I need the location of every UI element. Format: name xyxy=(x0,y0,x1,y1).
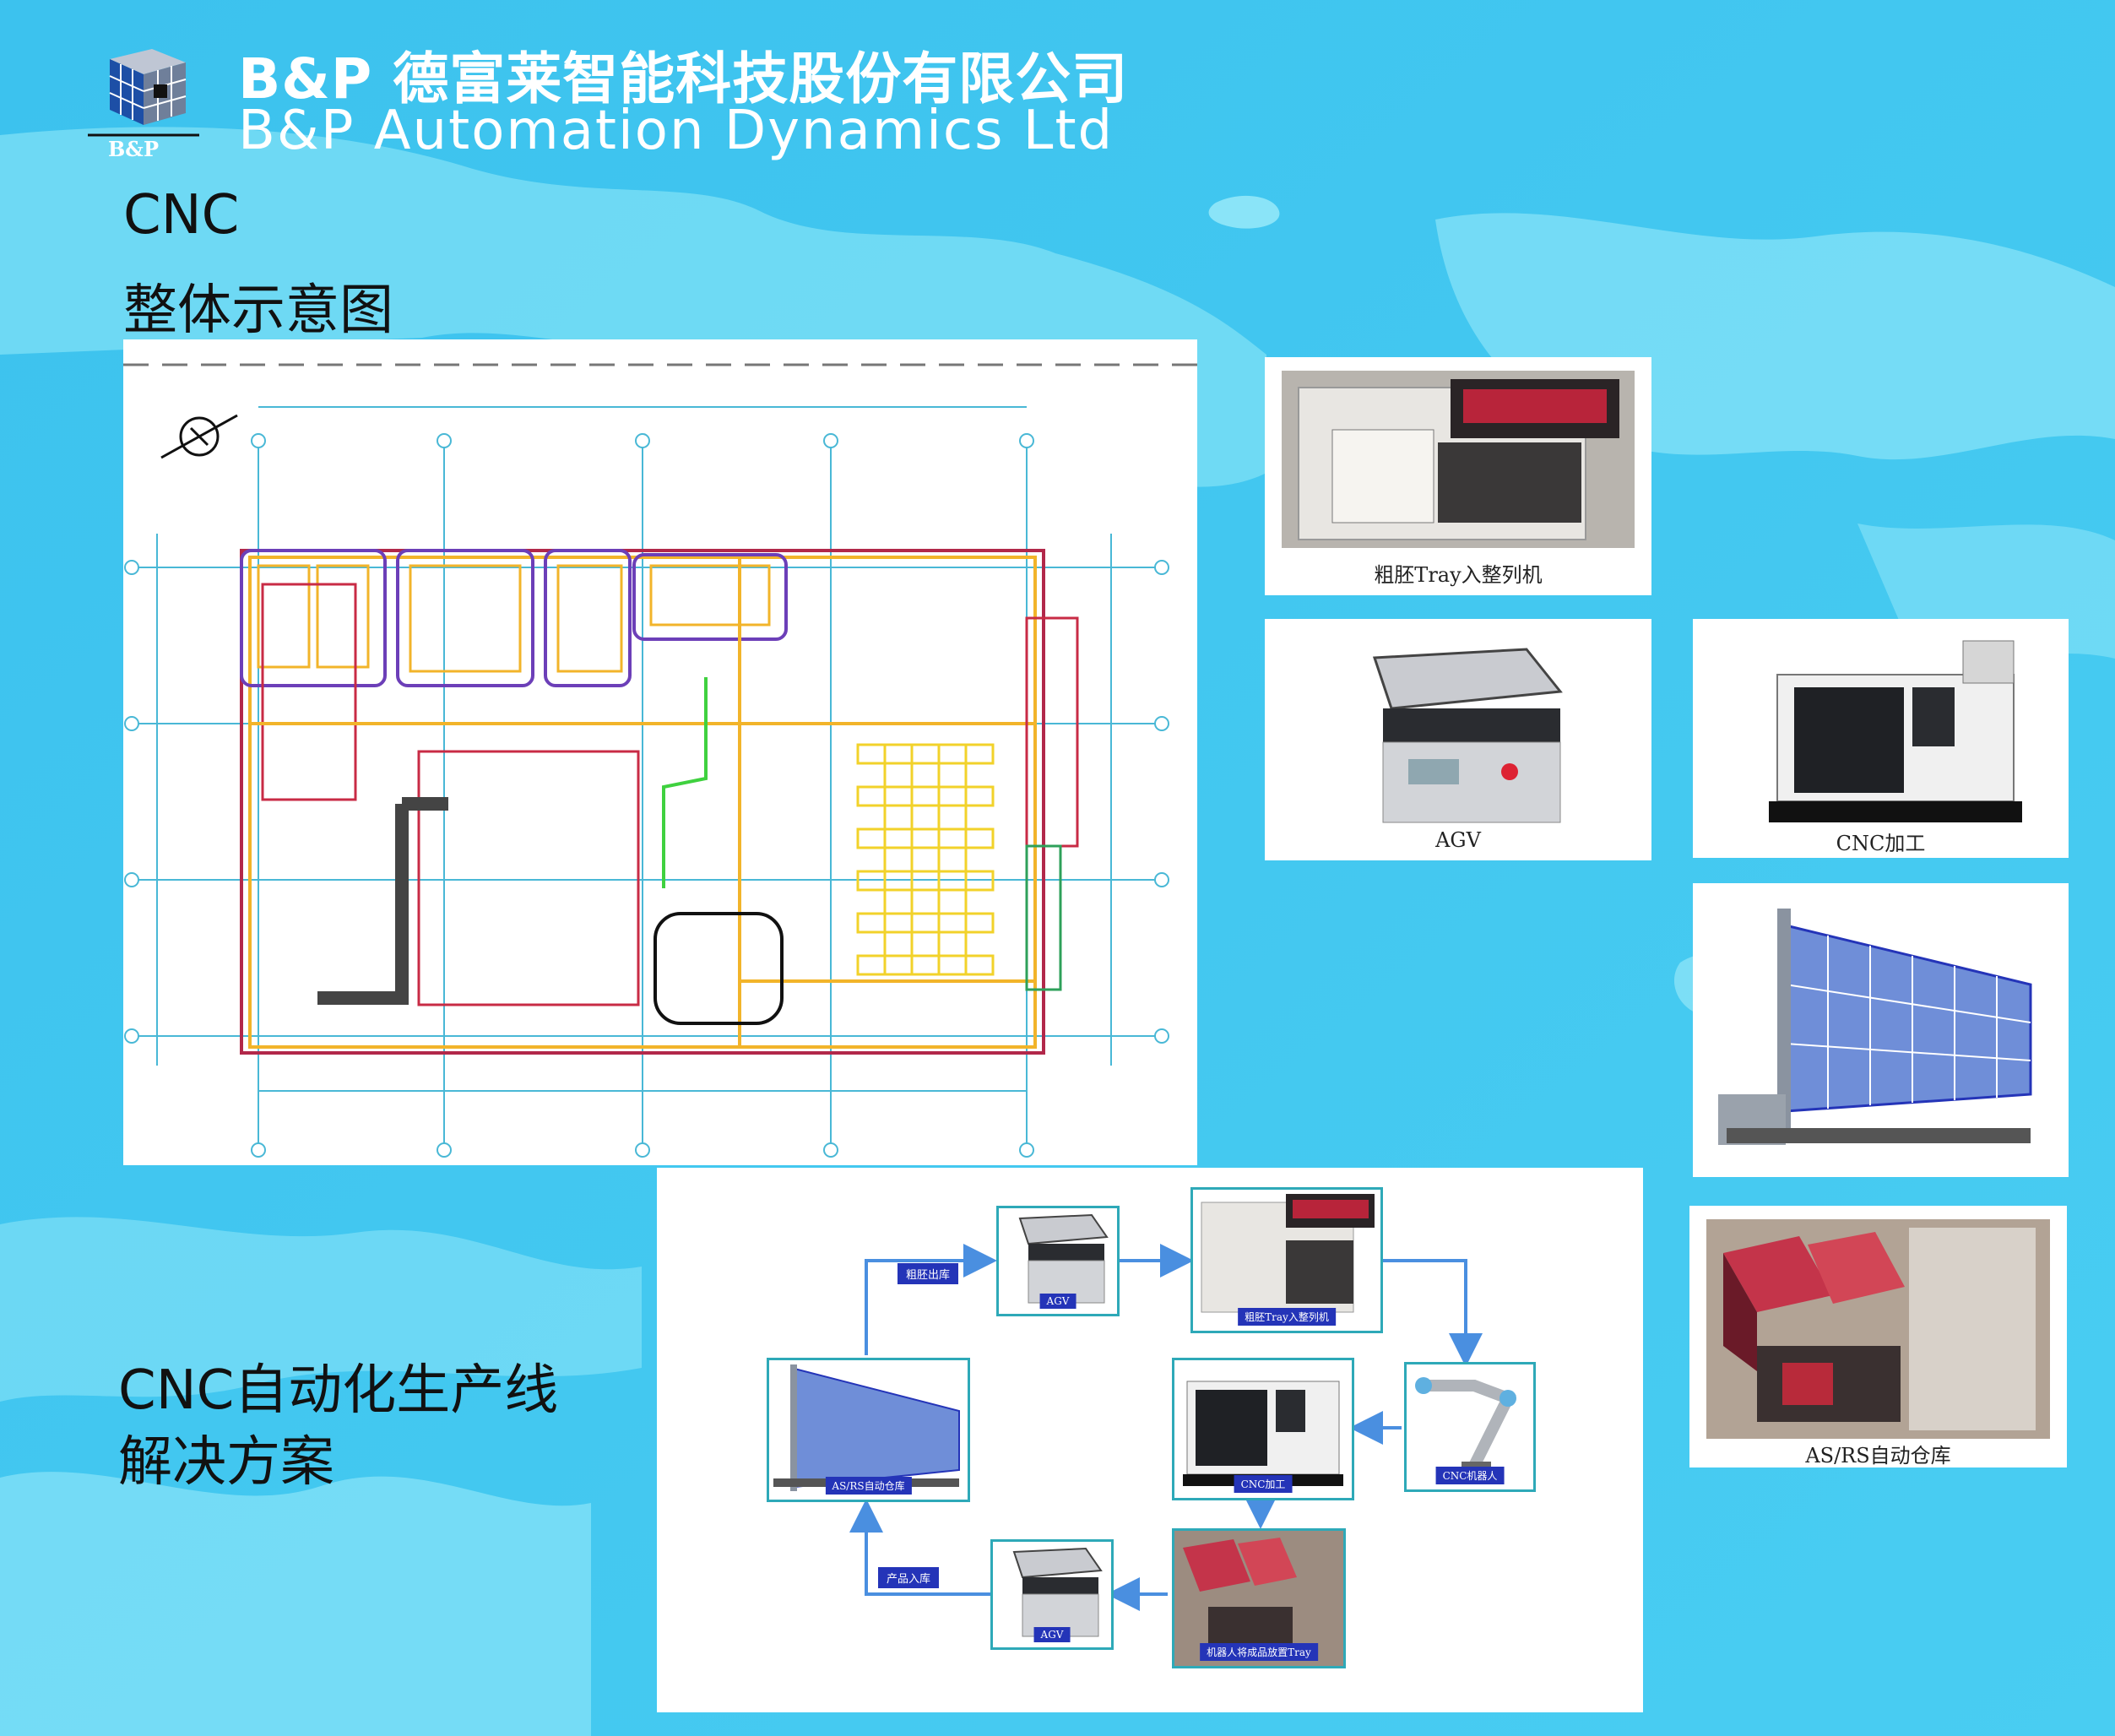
caption-storage: AS/RS自动仓库 xyxy=(1805,1444,1951,1467)
flow-label-cnc: CNC加工 xyxy=(1234,1475,1293,1493)
flow-node-asrs: AS/RS自动仓库 xyxy=(767,1358,970,1502)
flow-arrows xyxy=(849,1244,1483,1611)
company-name-en: B&P Automation Dynamics Ltd xyxy=(238,100,1114,162)
flow-node-agv-top: AGV xyxy=(996,1206,1120,1316)
flow-tag-in: 产品入库 xyxy=(878,1567,940,1588)
flow-node-cnc: CNC加工 xyxy=(1172,1358,1354,1500)
agv-vehicle-icon xyxy=(1012,1547,1103,1637)
flow-label-tray-aligner: 粗胚Tray入整列机 xyxy=(1238,1308,1336,1326)
section1-title-line2: 整体示意图 xyxy=(123,279,393,342)
caption-agv: AGV xyxy=(1435,828,1481,852)
floor-plan-drawing xyxy=(123,363,1197,1158)
flow-label-agv-bottom: AGV xyxy=(1033,1627,1071,1642)
flow-diagram-panel: AS/RS自动仓库 AGV 粗胚Tray入整列机 CNC机器人 xyxy=(657,1168,1643,1712)
photo-tray-aligner: 粗胚Tray入整列机 xyxy=(1265,357,1651,595)
section2-title-line2: 解决方案 xyxy=(118,1431,334,1494)
photo-agv: AGV xyxy=(1265,619,1651,860)
flow-node-robot-tray: 机器人将成品放置Tray xyxy=(1172,1528,1346,1668)
flow-label-asrs: AS/RS自动仓库 xyxy=(825,1477,912,1495)
photo-cnc: CNC加工 xyxy=(1693,619,2069,858)
tray-aligner-machine-icon xyxy=(1282,371,1635,548)
cnc-machine-icon xyxy=(1710,632,2052,827)
section2-title-line1: CNC自动化生产线 xyxy=(118,1359,559,1422)
asrs-rack-icon xyxy=(1710,892,2052,1166)
flow-label-robot-tray: 机器人将成品放置Tray xyxy=(1200,1643,1318,1661)
flow-node-tray-aligner: 粗胚Tray入整列机 xyxy=(1190,1187,1383,1333)
flow-label-robot: CNC机器人 xyxy=(1435,1467,1505,1484)
logo-text: B&P xyxy=(108,137,159,161)
photo-storage: AS/RS自动仓库 xyxy=(1689,1206,2067,1467)
section1-title-line1: CNC xyxy=(123,184,240,247)
flow-node-robot: CNC机器人 xyxy=(1404,1362,1536,1492)
caption-tray-aligner: 粗胚Tray入整列机 xyxy=(1374,563,1543,587)
flow-tag-out: 粗胚出库 xyxy=(898,1263,959,1284)
photo-asrs-rack xyxy=(1693,883,2069,1177)
company-logo-icon xyxy=(88,49,199,137)
agv-vehicle-icon xyxy=(1282,632,1635,827)
tray-aligner-machine-icon xyxy=(1201,1194,1375,1313)
tray-storage-icon xyxy=(1706,1219,2050,1439)
flow-node-agv-bottom: AGV xyxy=(990,1539,1114,1650)
company-name-cn: B&P 德富莱智能科技股份有限公司 xyxy=(238,46,1129,111)
caption-cnc: CNC加工 xyxy=(1836,832,1926,855)
floor-plan-panel xyxy=(123,339,1197,1165)
flow-label-agv-top: AGV xyxy=(1039,1294,1076,1309)
